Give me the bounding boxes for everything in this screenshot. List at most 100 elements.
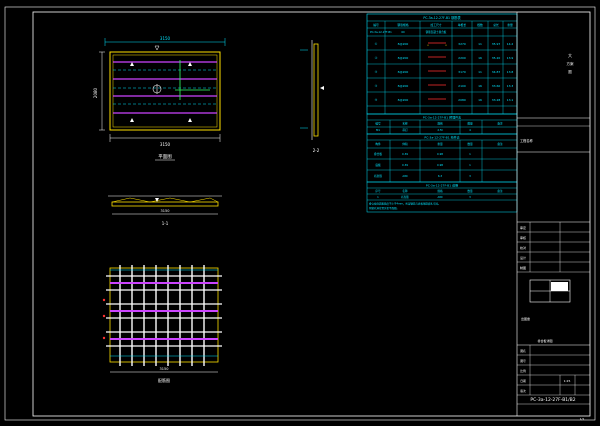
main-row-2-id: ③ [375, 70, 378, 74]
sign-row-2: 审核 [520, 235, 526, 240]
scale-label: 比例 [520, 369, 526, 373]
main-row-2-n: 11 [478, 70, 482, 74]
main-hdr-0: 编号 [373, 23, 379, 27]
section-1-1-title: 1-1 [162, 221, 169, 226]
lower-hdr-3: 数量 [467, 189, 473, 193]
vertical-text-1: 大 [568, 52, 572, 58]
seal-label: 出图章 [521, 316, 530, 321]
main-table-title: PC-3a-12-27F-B1 钢筋表 [423, 15, 461, 20]
mid-hdr-4: 备注 [497, 122, 503, 126]
section-1-1-view: 3150 1-1 [108, 195, 222, 226]
rebar-dim-bottom: 3150 [160, 367, 169, 371]
mid-hdr-1: 名称 [402, 122, 408, 126]
main-row-3-id: ④ [375, 84, 378, 88]
main-row-0-len: 3270 [458, 42, 466, 46]
mid2-hdr-1: 体积 [402, 142, 408, 146]
notes-line-2: 预留孔洞位置详见平面图。 [369, 206, 399, 210]
lower-hdr-1: 名称 [402, 189, 408, 193]
main-row-1-w: 13.9 [507, 56, 514, 60]
main-row-1-n: 16 [478, 56, 482, 60]
page-number: 1/1 [580, 417, 585, 421]
main-hdr-3: 单根长 [458, 23, 467, 27]
main-row-1-id: ② [375, 56, 378, 60]
sign-row-5: 制图 [520, 265, 526, 270]
main-hdr-2: 加工尺寸 [430, 23, 441, 27]
lower-table-title: PC-3a-12-27F-B1 说明 [426, 183, 458, 188]
plan-view: 3150 2080 [93, 36, 226, 161]
number-label: 图号 [520, 359, 526, 363]
mid-row-1: 吊钉 [402, 128, 408, 132]
mid2-row-2-2: 6.3 [438, 174, 443, 178]
lower-hdr-2: 规格 [437, 189, 443, 193]
plan-slab-outline [109, 51, 221, 131]
mid2-row-1-3: 1 [469, 163, 471, 167]
plan-view-title: 平面图 [158, 154, 172, 160]
lower-hdr-0: 序号 [375, 189, 381, 193]
plan-dim-bottom: 3150 [160, 142, 171, 147]
notes-table: PC-3a-12-27F-B1 说明 序号 名称 规格 数量 备注 1 桁架筋 … [366, 181, 518, 213]
mid-hdr-3: 数量 [467, 122, 473, 126]
plan-dim-left: 2080 [93, 87, 98, 98]
main-row-4-total: 33.28 [492, 98, 501, 102]
sign-row-1: 审定 [520, 225, 526, 230]
section-2-2-title: 2-2 [313, 148, 320, 153]
mid2-row-0-2: 0.98 [437, 152, 443, 156]
main-row-4-len: 2080 [458, 98, 466, 102]
main-hdr-1: 钢筋规格 [397, 23, 408, 27]
scale-value: 1:25 [564, 379, 571, 383]
mid-table-title: PC-3a-12-27F-B1 预埋件表 [423, 115, 461, 120]
lower-row-3: 3 [469, 195, 471, 199]
mid2-row-2-1: A80 [402, 174, 408, 178]
lower-hdr-4: 备注 [497, 189, 503, 193]
rebar-plan-title: 配筋图 [158, 377, 170, 383]
lower-row-2: A80 [437, 195, 442, 199]
sheet-border-outer [4, 6, 596, 421]
main-row-2-total: 34.87 [492, 70, 501, 74]
main-row-0-w: 14.2 [507, 42, 514, 46]
main-row-3-spec: 8@200 [398, 84, 409, 88]
main-row-2-spec: 8@200 [398, 70, 409, 74]
main-row-0-id: ① [375, 42, 378, 46]
mid2-row-2-3: 3 [469, 174, 471, 178]
date-label: 日期 [520, 379, 526, 383]
mid-hdr-2: 规格 [437, 122, 443, 126]
main-row-3-total: 33.60 [492, 84, 501, 88]
rebar-plan-view: 3150 配筋图 [102, 265, 222, 383]
drawing-code: PC-3a-12-27F-B1/B2 [530, 397, 575, 403]
rebar-schedule-table: PC-3a-12-27F-B1 钢筋表 编号 钢筋规格 加工尺寸 单根长 根数 … [366, 13, 518, 115]
mid-row-3: 4 [469, 128, 471, 132]
main-row-3-len: 2100 [458, 84, 466, 88]
sign-row-3: 校对 [520, 245, 526, 250]
mid2-row-1-1: 0.39 [402, 163, 408, 167]
mid2-row-1-0: 底板 [375, 163, 381, 167]
drawing-name-label: 图名 [520, 349, 526, 353]
lower-row-1: 桁架筋 [401, 195, 409, 199]
main-row-0-total: 35.97 [492, 42, 501, 46]
mid-row-0: M1 [376, 128, 380, 132]
main-row-4-spec: 8@200 [398, 98, 409, 102]
mid-hdr-0: 编号 [375, 122, 381, 126]
mid2-row-2-0: 桁架筋 [374, 174, 382, 178]
main-row-3-n: 16 [478, 84, 482, 88]
mid-row-2: 2.5t [437, 128, 442, 132]
title-block: 大 方案 图 工程名称 审定 审核 校对 设计 制图 出图章 叠合板详图 [516, 12, 590, 421]
plan-dim-top: 3150 [160, 36, 171, 41]
main-row-0-n: 11 [478, 42, 482, 46]
lower-row-0: 1 [377, 195, 379, 199]
vertical-text-2: 方案 [567, 61, 575, 66]
vertical-text-3: 图 [568, 70, 572, 74]
notes-line-1: 叠合板底面粗糙度不小于4mm，桁架钢筋与底板钢筋绑扎牢固。 [369, 202, 440, 206]
main-summary-code: PC-3a-12-27F-B1 [370, 30, 392, 34]
section-dim: 3150 [161, 209, 170, 213]
main-row-1-len: 2200 [458, 56, 466, 60]
mid2-hdr-2: 重量 [437, 142, 443, 146]
mid2-row-0-1: 0.39 [402, 152, 408, 156]
project-label: 工程名称 [520, 138, 534, 143]
mid2-row-1-2: 0.98 [437, 163, 443, 167]
mid2-table-title: PC-3a-12-27F-B1 构件表 [424, 135, 459, 140]
sign-row-4: 设计 [520, 255, 526, 260]
mid2-hdr-4: 备注 [497, 142, 503, 146]
main-row-0-spec: 8@200 [398, 42, 409, 46]
mid2-hdr-0: 构件 [375, 142, 381, 146]
